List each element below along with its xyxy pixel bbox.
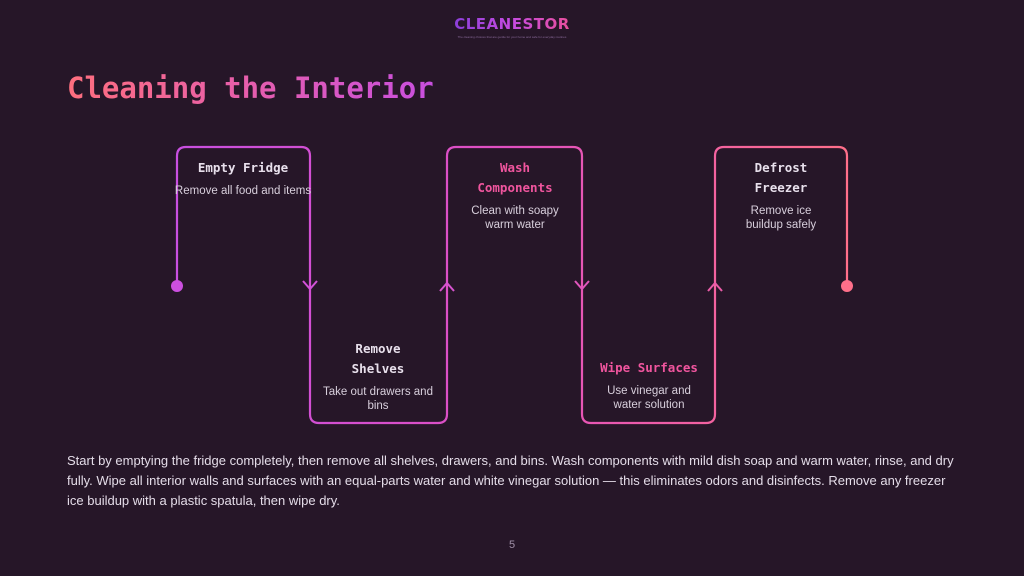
- page-title: Cleaning the Interior: [67, 71, 434, 105]
- step-title: Empty Fridge: [197, 160, 289, 175]
- page-number: 5: [508, 539, 516, 551]
- step-description: Use vinegar and water solution: [607, 385, 691, 411]
- end-dot: [841, 280, 853, 292]
- step-description: Remove all food and items: [174, 185, 312, 197]
- chevron-up-icon: [707, 281, 723, 292]
- flow-path: [175, 145, 849, 425]
- step-wash-components: Wash Components Clean with soapy warm wa…: [440, 158, 590, 232]
- step-description: Take out drawers and bins: [323, 386, 433, 412]
- chevron-down-icon: [574, 280, 590, 291]
- step-description: Clean with soapy warm water: [471, 205, 559, 231]
- chevron-up-icon: [439, 281, 455, 292]
- brand-logo: CLEANESTOR: [454, 15, 570, 33]
- start-dot: [171, 280, 183, 292]
- step-title: Wipe Surfaces: [600, 360, 698, 375]
- step-title: Defrost Freezer: [754, 160, 808, 195]
- step-remove-shelves: Remove Shelves Take out drawers and bins: [303, 339, 453, 413]
- chevron-down-icon: [302, 280, 318, 291]
- step-description: Remove ice buildup safely: [745, 205, 817, 231]
- step-title: Remove Shelves: [351, 341, 405, 376]
- brand-header: CLEANESTOR The cleaning choices that are…: [0, 15, 1024, 39]
- step-wipe-surfaces: Wipe Surfaces Use vinegar and water solu…: [574, 358, 724, 412]
- body-paragraph: Start by emptying the fridge completely,…: [67, 453, 954, 508]
- step-empty-fridge: Empty Fridge Remove all food and items: [168, 158, 318, 198]
- step-defrost-freezer: Defrost Freezer Remove ice buildup safel…: [706, 158, 856, 232]
- brand-tagline: The cleaning choices that are gentle for…: [457, 35, 567, 39]
- step-title: Wash Components: [477, 160, 553, 195]
